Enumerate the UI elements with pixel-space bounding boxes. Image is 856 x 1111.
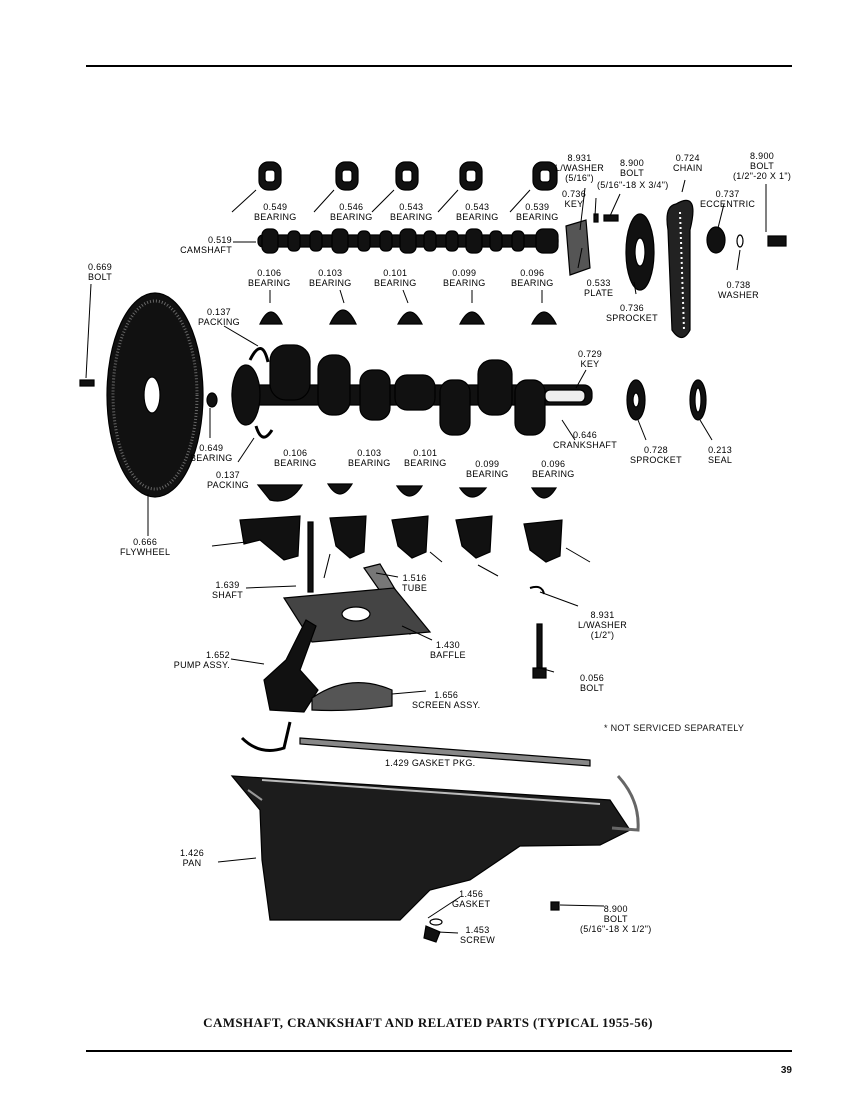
timing-chain-icon — [666, 199, 694, 339]
screen-assembly-icon — [311, 682, 393, 712]
main-bearing-lower-0099-icon — [458, 487, 488, 498]
cam-bearing-0543a-icon — [395, 161, 419, 191]
pan-bolt-icon — [550, 901, 560, 911]
washer-icon — [736, 234, 744, 248]
thrust-plate-icon — [565, 219, 591, 276]
main-bearing-lower-0103-icon — [326, 483, 354, 495]
lower-packing-icon — [254, 425, 274, 439]
cam-bearing-0543b-icon — [459, 161, 483, 191]
eccentric-icon — [706, 226, 726, 254]
cam-bearing-0546-icon — [335, 161, 359, 191]
main-bearing-lower-0096-icon — [530, 487, 558, 499]
bolt-icon — [603, 214, 619, 222]
bearing-cap-icon — [391, 515, 429, 559]
key-icon — [593, 213, 599, 223]
label-8900-bolt-spec: (5/16"-18 X 3/4") — [597, 180, 669, 190]
bearing-cap-icon — [329, 515, 367, 559]
oil-pump-shaft-icon — [307, 521, 314, 593]
flywheel-bolt-icon — [79, 379, 95, 387]
main-bearing-upper-0096-icon — [531, 311, 557, 325]
drain-gasket-icon — [429, 918, 443, 926]
main-bearing-upper-0101-icon — [397, 311, 423, 325]
label-1429-gasket-pkg: 1.429 GASKET PKG. — [385, 758, 476, 768]
lock-washer-icon — [529, 585, 545, 595]
drain-screw-icon — [423, 925, 441, 943]
bearing-cap-icon — [455, 515, 493, 559]
bolt-icon — [767, 235, 787, 247]
not-serviced-note: * NOT SERVICED SEPARATELY — [604, 723, 745, 733]
figure-caption: CAMSHAFT, CRANKSHAFT AND RELATED PARTS (… — [203, 1015, 653, 1030]
flywheel-icon — [106, 292, 204, 498]
camshaft-icon — [257, 228, 559, 254]
main-bearing-lower-0101-icon — [395, 485, 424, 497]
top-rule — [86, 65, 792, 67]
main-bearing-upper-0106-icon — [259, 311, 283, 325]
bearing-cap-icon — [239, 515, 301, 561]
bearing-cap-icon — [523, 519, 563, 563]
oil-pan-icon — [230, 774, 640, 921]
rear-packing-icon — [248, 347, 270, 363]
pilot-bearing-icon — [206, 392, 218, 408]
main-bearing-lower-0106-icon — [256, 484, 304, 502]
crankshaft-icon — [231, 344, 593, 436]
cam-bearing-0539-icon — [532, 161, 558, 191]
bolt-icon — [536, 623, 543, 675]
page-number: 39 — [780, 1065, 792, 1076]
main-bearing-upper-0099-icon — [459, 311, 485, 325]
pump-assembly-icon — [263, 619, 319, 713]
cam-bearing-0549-icon — [258, 161, 282, 191]
gasket-package-icon — [299, 737, 591, 767]
bottom-rule — [86, 1050, 792, 1052]
main-bearing-upper-0103-icon — [329, 309, 357, 325]
